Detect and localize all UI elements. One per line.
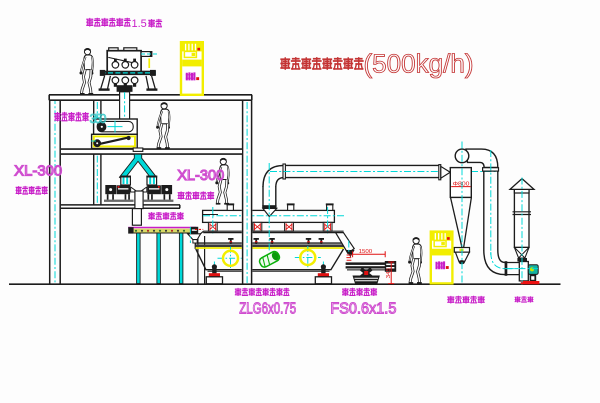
svg-text:ZLG6x0.75: ZLG6x0.75 (239, 300, 296, 317)
svg-text:XL-300: XL-300 (177, 168, 224, 184)
svg-text:(500kg/h): (500kg/h) (364, 51, 474, 79)
svg-text:FS0.6x1.5: FS0.6x1.5 (330, 300, 396, 317)
svg-text:1500: 1500 (359, 249, 373, 255)
svg-text:XL-300: XL-300 (14, 163, 62, 179)
svg-text:Φ800: Φ800 (453, 181, 470, 187)
svg-text:345: 345 (386, 268, 392, 279)
svg-text:350: 350 (90, 112, 107, 126)
svg-text:1.5: 1.5 (132, 18, 147, 30)
